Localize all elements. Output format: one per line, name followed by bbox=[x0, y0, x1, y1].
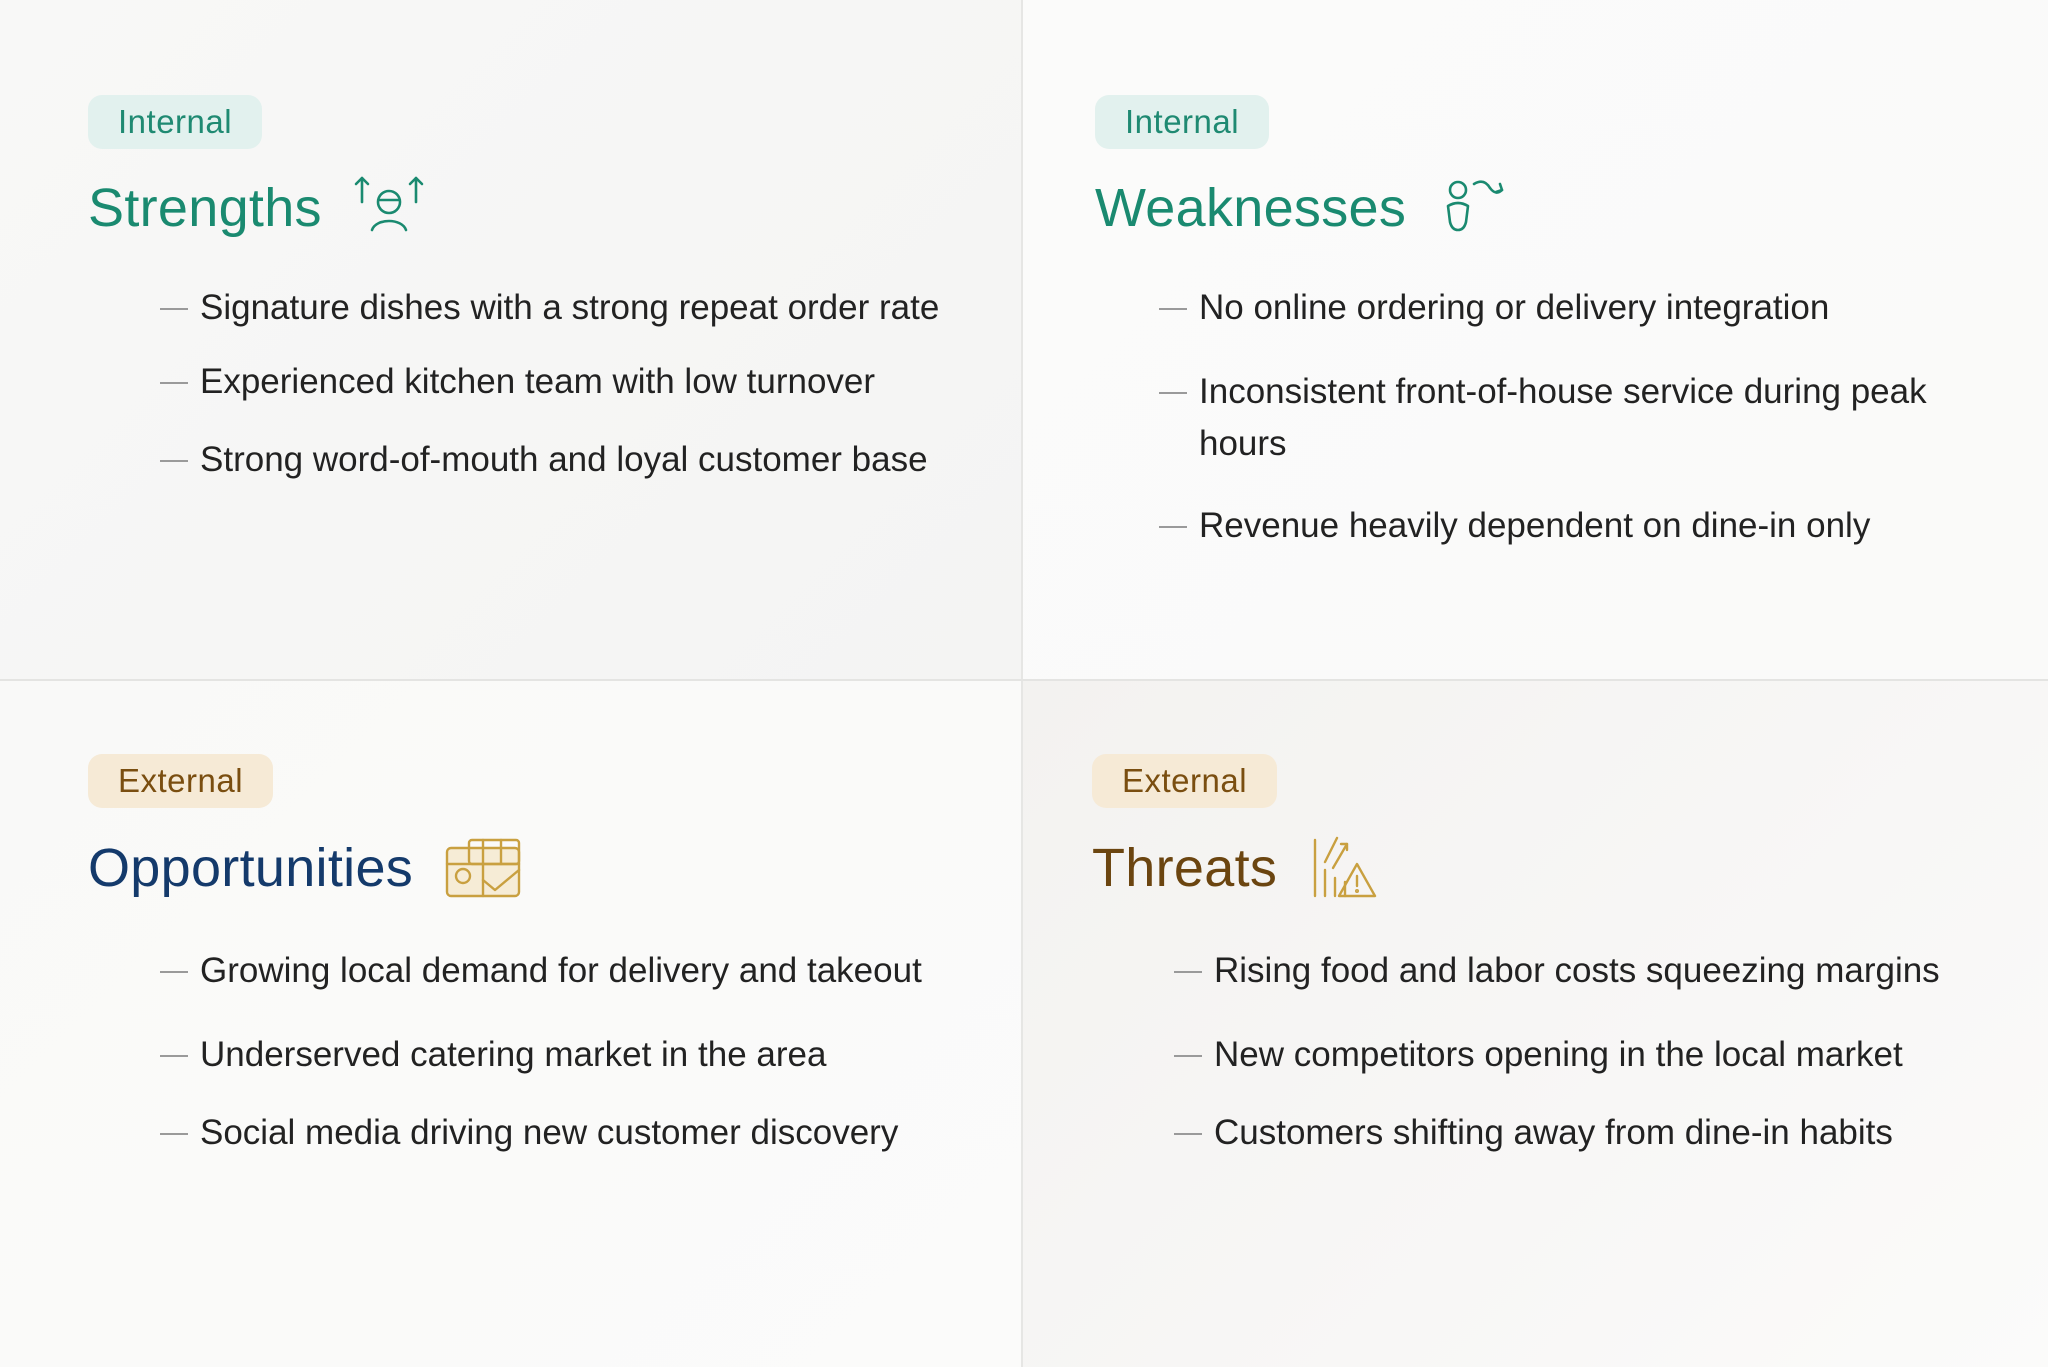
opportunities-quadrant: External Opportunities Growing local dem… bbox=[0, 680, 1022, 1367]
external-badge: External bbox=[88, 754, 274, 808]
weaknesses-title-row: Weaknesses bbox=[1095, 170, 1512, 246]
internal-badge: Internal bbox=[1095, 95, 1270, 149]
list-item: Strong word-of-mouth and loyal customer … bbox=[160, 434, 990, 486]
vertical-divider bbox=[1021, 0, 1023, 1367]
opportunities-title: Opportunities bbox=[88, 838, 414, 898]
list-item: Rising food and labor costs squeezing ma… bbox=[1174, 945, 2034, 997]
list-item: Revenue heavily dependent on dine-in onl… bbox=[1159, 500, 2019, 552]
strengths-title: Strengths bbox=[88, 178, 322, 238]
chart-warning-icon bbox=[1307, 830, 1383, 906]
list-item: Underserved catering market in the area bbox=[160, 1029, 990, 1081]
horizontal-divider bbox=[0, 679, 2048, 681]
list-item: Customers shifting away from dine-in hab… bbox=[1174, 1107, 2034, 1159]
weaknesses-title: Weaknesses bbox=[1095, 178, 1407, 238]
strengths-list: Signature dishes with a strong repeat or… bbox=[160, 282, 990, 486]
opportunities-list: Growing local demand for delivery and ta… bbox=[160, 945, 990, 1159]
person-arrow-down-icon bbox=[1436, 170, 1512, 246]
list-item: Experienced kitchen team with low turnov… bbox=[160, 356, 990, 408]
weaknesses-quadrant: Internal Weaknesses No online ordering o… bbox=[1022, 0, 2048, 680]
threats-list: Rising food and labor costs squeezing ma… bbox=[1174, 945, 2034, 1159]
list-item: Inconsistent front-of-house service duri… bbox=[1159, 366, 2019, 470]
list-item: Growing local demand for delivery and ta… bbox=[160, 945, 990, 997]
person-arrows-up-icon bbox=[352, 170, 428, 246]
strengths-title-row: Strengths bbox=[88, 170, 428, 246]
list-item: Social media driving new customer discov… bbox=[160, 1107, 990, 1159]
weaknesses-list: No online ordering or delivery integrati… bbox=[1159, 282, 2019, 552]
threats-quadrant: External Threats Rising food an bbox=[1022, 680, 2048, 1367]
list-item: Signature dishes with a strong repeat or… bbox=[160, 282, 990, 334]
strengths-quadrant: Internal Strengths Signature dishes with… bbox=[0, 0, 1022, 680]
list-item: No online ordering or delivery integrati… bbox=[1159, 282, 2019, 334]
threats-title: Threats bbox=[1092, 838, 1278, 898]
threats-title-row: Threats bbox=[1092, 830, 1383, 906]
opportunities-title-row: Opportunities bbox=[88, 830, 527, 906]
internal-badge: Internal bbox=[88, 95, 263, 149]
map-check-icon bbox=[443, 830, 527, 906]
external-badge: External bbox=[1092, 754, 1278, 808]
list-item: New competitors opening in the local mar… bbox=[1174, 1029, 2034, 1081]
